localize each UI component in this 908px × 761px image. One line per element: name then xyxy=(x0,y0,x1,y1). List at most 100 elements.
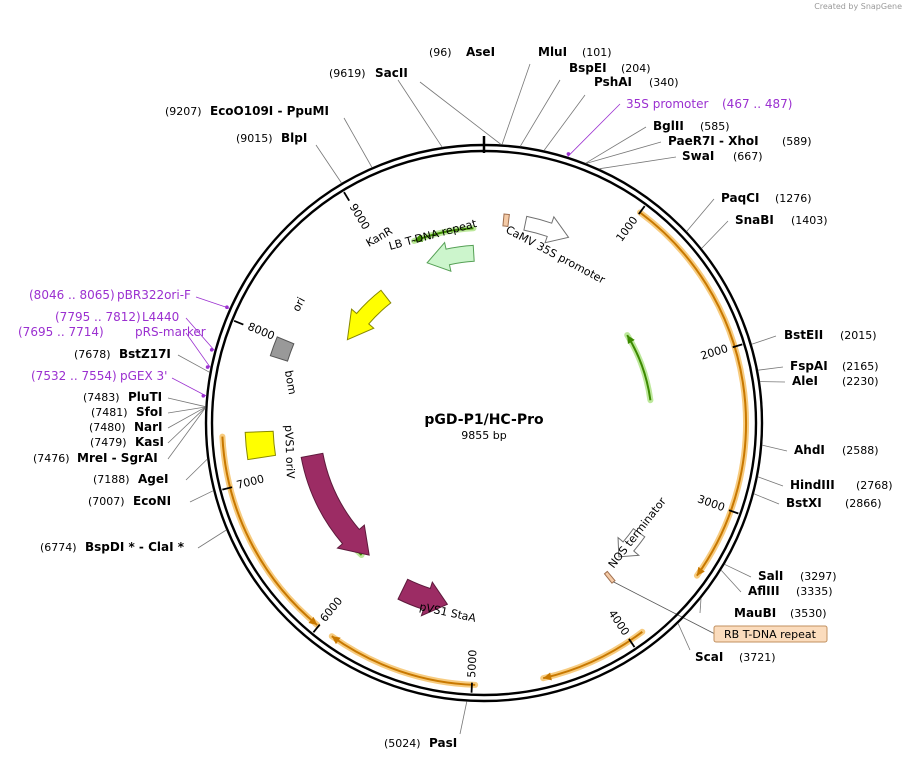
leader-line xyxy=(167,406,206,414)
feature-label-pvs1-staa: pVS1 StaA xyxy=(418,600,477,625)
tick-mark-4000 xyxy=(628,638,636,648)
site-position: (7479) xyxy=(90,436,127,449)
leader-line xyxy=(599,156,677,170)
leader-line xyxy=(762,444,788,452)
site-position: (101) xyxy=(582,46,612,59)
site-name: MluI xyxy=(538,45,567,59)
site-position: (3530) xyxy=(790,607,827,620)
leader-line xyxy=(189,490,214,503)
orf-layer xyxy=(219,209,749,688)
site-econi: (7007)EcoNI xyxy=(88,490,214,508)
site-name: SalI xyxy=(758,569,783,583)
orf-arc-3 xyxy=(221,436,318,626)
site-position: (2015) xyxy=(840,329,877,342)
site-position: (9619) xyxy=(329,67,366,80)
site-name: KasI xyxy=(135,435,164,449)
site-kasi: (7479) KasI xyxy=(90,407,206,449)
orf-arc-1 xyxy=(542,631,643,680)
feature-rb-t-dna-repeat xyxy=(603,570,616,584)
leader-line xyxy=(459,701,468,735)
leader-line xyxy=(177,354,210,373)
site-nari: (7480)NarI xyxy=(89,406,206,434)
leader-line xyxy=(585,126,647,164)
site-position: (7695 .. 7714) xyxy=(18,325,104,339)
feature-nos-terminator xyxy=(617,528,646,558)
leader-line xyxy=(686,198,715,232)
tick-label-6000: 6000 xyxy=(317,595,345,625)
site-pasi: (5024)PasI xyxy=(384,701,468,750)
site-position: (2866) xyxy=(845,497,882,510)
site-name: SnaBI xyxy=(735,213,774,227)
site-position: (589) xyxy=(782,135,812,148)
feature-lb-t-dna-repeat xyxy=(502,213,510,228)
primer-l4440: (7795 .. 7812)L4440 xyxy=(55,310,215,352)
site-bglii: (585) BglII xyxy=(585,119,730,164)
site-position: (2230) xyxy=(842,375,879,388)
primer-35s-promoter: (467 .. 487)35S promoter xyxy=(566,97,792,158)
callout-label: RB T-DNA repeat xyxy=(724,628,817,641)
site-name: pGEX 3' xyxy=(120,369,167,383)
leader-line xyxy=(167,407,206,444)
site-position: (9207) xyxy=(165,105,202,118)
plasmid-name: pGD-P1/HC-Pro xyxy=(424,412,544,428)
tick-label-3000: 3000 xyxy=(696,493,727,515)
site-name: BglII xyxy=(653,119,684,133)
primer-pgex-3: (7532 .. 7554)pGEX 3' xyxy=(31,369,207,398)
tick-mark-6000 xyxy=(312,623,321,633)
leader-line xyxy=(501,63,531,145)
site-maubi: (3530)MauBI xyxy=(699,598,827,620)
site-snabi: (1403) SnaBI xyxy=(701,213,828,249)
site-pshai: (340)PshAI xyxy=(543,75,679,151)
leader-line xyxy=(195,296,230,309)
tick-mark-1000 xyxy=(638,205,646,215)
feature-kanr xyxy=(426,241,475,273)
site-name: SwaI xyxy=(682,149,714,163)
orf-arrowhead-1 xyxy=(543,672,552,681)
site-scai: (3721)ScaI xyxy=(677,623,776,664)
site-name: PasI xyxy=(429,736,457,750)
orf-arrowhead-6 xyxy=(414,234,424,242)
primer-mark xyxy=(205,365,210,369)
tick-label-1000: 1000 xyxy=(614,214,641,244)
leader-line xyxy=(397,79,443,148)
leader-line xyxy=(751,335,777,345)
orf-halo-0 xyxy=(637,209,749,579)
leader-line xyxy=(167,406,206,429)
tick-label-2000: 2000 xyxy=(699,342,730,363)
leader-line xyxy=(419,81,502,145)
leader-line xyxy=(701,220,729,249)
leader-line xyxy=(677,623,691,651)
leader-line xyxy=(567,103,621,158)
site-position: (204) xyxy=(621,62,651,75)
site-hindiii: (2768)HindIII xyxy=(757,476,893,492)
feature-pvs1-oriv xyxy=(244,430,277,461)
site-name: AhdI xyxy=(794,443,825,457)
site-name: PluTI xyxy=(128,390,162,404)
leader-line xyxy=(757,366,784,371)
site-fspai: (2165)FspAI xyxy=(757,359,879,373)
leader-line xyxy=(171,377,207,397)
site-name: pBR322ori-F xyxy=(117,288,191,302)
feature-ori xyxy=(346,289,392,341)
site-position: (2588) xyxy=(842,444,879,457)
site-label-layer: (96)AseI(101)MluI(204)BspEI(340)PshAI(46… xyxy=(18,45,893,750)
site-position: (585) xyxy=(700,120,730,133)
site-name: BstZ17I xyxy=(119,347,171,361)
leader-line xyxy=(699,598,702,614)
site-position: (7678) xyxy=(74,348,111,361)
feature-label-pvs1-oriv: pVS1 oriV xyxy=(282,425,297,480)
site-position: (7480) xyxy=(89,421,126,434)
site-sali: (3297)SalI xyxy=(724,563,837,583)
site-position: (340) xyxy=(649,76,679,89)
site-name: AseI xyxy=(466,45,495,59)
tick-mark-7000 xyxy=(222,486,233,491)
callout-rb-tdna-repeat: RB T-DNA repeat xyxy=(613,581,828,643)
site-position: (1403) xyxy=(791,214,828,227)
site-name: 35S promoter xyxy=(626,97,708,111)
feature-label-ori: ori xyxy=(290,295,308,314)
site-name: L4440 xyxy=(142,310,179,324)
site-blpi: (9015)BlpI xyxy=(236,131,342,184)
leader-line xyxy=(757,476,784,487)
tick-label-8000: 8000 xyxy=(246,320,277,343)
